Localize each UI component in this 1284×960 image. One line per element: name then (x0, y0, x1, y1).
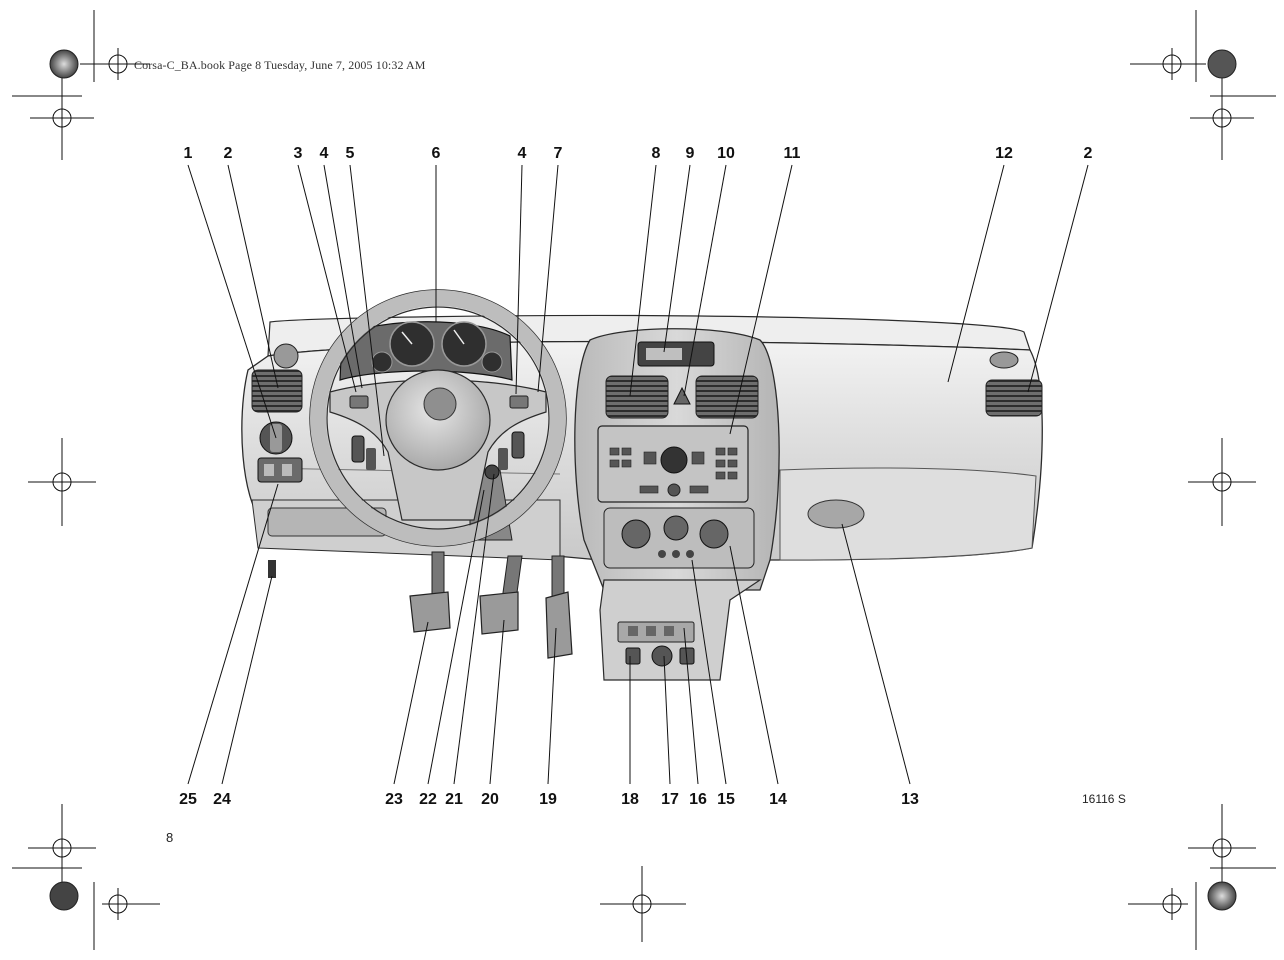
callout-number: 22 (419, 791, 437, 808)
crosshair-mark (1128, 882, 1197, 950)
page-number: 8 (166, 830, 174, 845)
callout-number: 4 (320, 145, 329, 162)
running-head: Corsa-C_BA.book Page 8 Tuesday, June 7, … (134, 58, 426, 72)
wheel-button-left (349, 395, 369, 409)
callout-number: 2 (1084, 145, 1093, 162)
indicator-stalk (351, 435, 365, 463)
climate-knob-centre (663, 515, 689, 541)
crosshair-mark (80, 10, 150, 82)
ignition-switch (484, 464, 500, 480)
speaker-left (273, 343, 299, 369)
callouts-bottom: 25 24 23 22 21 20 19 18 17 16 15 14 13 (179, 791, 919, 808)
rosette-mark (49, 49, 79, 79)
bonnet-release (268, 560, 276, 578)
callout-number: 18 (621, 791, 639, 808)
instrument-cluster (339, 321, 513, 381)
callout-number: 14 (769, 791, 787, 808)
crosshair-mark (12, 804, 96, 892)
registration-marks (12, 10, 1276, 950)
callout-number: 1 (184, 145, 193, 162)
rosette-mark (1207, 49, 1237, 79)
crosshair-mark (1188, 438, 1256, 526)
wiper-stalk (511, 431, 525, 459)
crosshair-mark (600, 866, 686, 942)
wheel-rim (310, 290, 566, 546)
pedals (409, 551, 573, 659)
cigarette-lighter (651, 645, 673, 667)
callout-number: 5 (346, 145, 355, 162)
right-side-vent (985, 379, 1043, 417)
centre-vent-left (605, 375, 669, 419)
crosshair-mark (12, 76, 94, 160)
callout-number: 16 (689, 791, 707, 808)
lower-switch-left (625, 647, 641, 665)
callout-number: 7 (554, 145, 563, 162)
horn-emblem (423, 387, 457, 421)
clutch-pedal (409, 591, 451, 633)
crosshair-mark (1188, 804, 1276, 892)
wheel-button-right (509, 395, 529, 409)
callout-number: 6 (432, 145, 441, 162)
crosshair-mark (1130, 10, 1206, 82)
figure-code: 16116 S (1082, 792, 1126, 806)
callout-number: 3 (294, 145, 303, 162)
rosette-mark (1207, 881, 1237, 911)
callouts-top: 1 2 3 4 5 6 4 7 8 9 10 11 12 2 (184, 145, 1093, 162)
speaker-right (989, 351, 1019, 369)
callout-number: 8 (652, 145, 661, 162)
crosshair-mark (28, 438, 96, 526)
centre-vent-right (695, 375, 759, 419)
climate-knob-left (621, 519, 651, 549)
hazard-switch (673, 386, 691, 405)
callout-number: 12 (995, 145, 1013, 162)
fuel-gauge (371, 351, 393, 373)
leader-lines (187, 164, 1089, 785)
callout-number: 25 (179, 791, 197, 808)
callout-number: 17 (661, 791, 679, 808)
accelerator-pedal (545, 591, 573, 659)
callout-number: 9 (686, 145, 695, 162)
callout-number: 15 (717, 791, 735, 808)
callout-number: 23 (385, 791, 403, 808)
rosette-mark (49, 881, 79, 911)
crosshair-mark (1190, 76, 1276, 160)
callout-number: 20 (481, 791, 499, 808)
callout-number: 19 (539, 791, 557, 808)
glovebox-handle (807, 499, 865, 529)
callout-number: 21 (445, 791, 463, 808)
crosshair-mark (93, 882, 160, 950)
temp-gauge (481, 351, 503, 373)
callout-number: 11 (784, 145, 801, 162)
callout-number: 4 (518, 145, 527, 162)
callout-number: 24 (213, 791, 231, 808)
brake-pedal (479, 591, 519, 635)
glovebox-panel (779, 467, 1037, 561)
audio-knob (660, 446, 688, 474)
steering-wheel (309, 289, 567, 547)
callout-number: 13 (901, 791, 919, 808)
callout-number: 10 (717, 145, 735, 162)
color-rosettes (49, 49, 1237, 911)
climate-knob-right (699, 519, 729, 549)
left-side-vent (251, 369, 303, 413)
callout-number: 2 (224, 145, 233, 162)
centre-console (574, 328, 780, 681)
